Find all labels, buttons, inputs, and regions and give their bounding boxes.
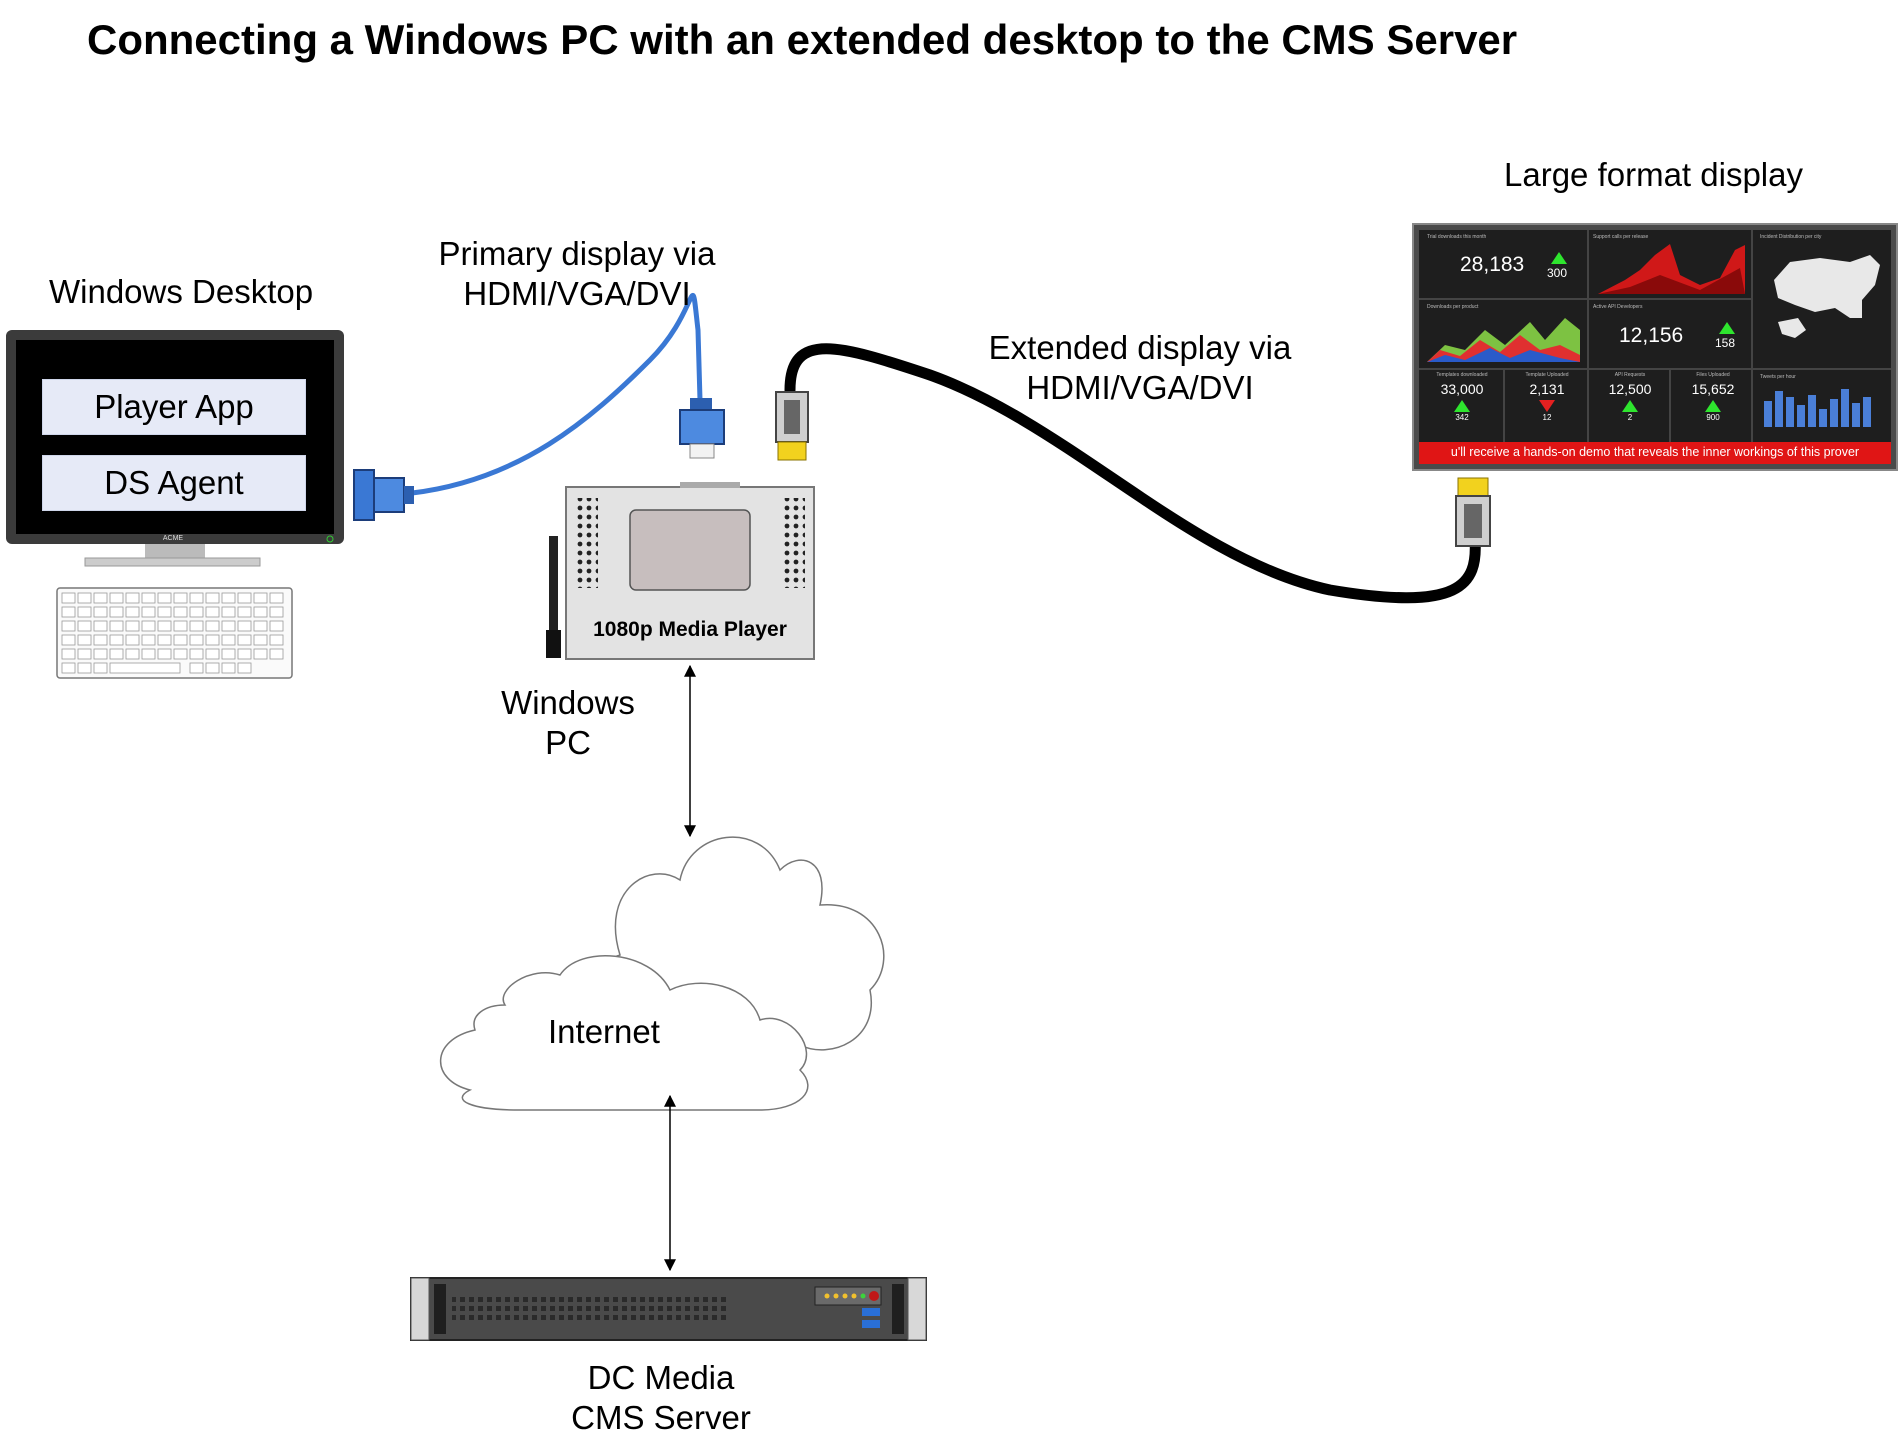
stat-delta: 12 (1542, 413, 1552, 422)
tile2-caption: Support calls per release (1593, 234, 1649, 240)
large-format-display (1412, 223, 1898, 471)
tile5-caption: Active API Developers (1593, 304, 1643, 310)
vga-cable (411, 292, 703, 496)
stat-caption: Templates downloaded (1436, 372, 1488, 378)
stat-value: 2,131 (1529, 381, 1565, 397)
cloud-icon (439, 836, 885, 1111)
support-calls-area-chart (1598, 244, 1745, 294)
ticker-text: u'll receive a hands-on demo that reveal… (1450, 445, 1860, 459)
stat-caption: Files Uploaded (1696, 372, 1730, 378)
stat-value: 12,500 (1608, 381, 1652, 397)
cms-server-line1: DC Media (587, 1359, 735, 1396)
vga-connector-icon (353, 469, 414, 521)
windows-pc-label: Windows PC (488, 683, 648, 763)
stat-tile: API Requests 12,500 2 (1590, 372, 1670, 440)
cms-server-label: DC Media CMS Server (550, 1358, 772, 1438)
monitor-brand: ACME (163, 535, 184, 542)
internet-label: Internet (548, 1013, 660, 1050)
media-player-icon (546, 482, 815, 660)
tile3-caption: Incident Distribution per city (1760, 234, 1822, 240)
stat-tile: Templates downloaded 33,000 342 (1422, 372, 1502, 440)
tile1-value: 28,183 (1460, 253, 1525, 276)
rack-server-icon (410, 1277, 927, 1341)
stat-caption: API Requests (1614, 372, 1646, 378)
primary-display-line1: Primary display via (438, 235, 716, 272)
stat-delta: 2 (1627, 413, 1633, 422)
primary-display-label: Primary display via HDMI/VGA/DVI (437, 234, 717, 314)
tweet-bar (1852, 403, 1860, 427)
up-arrow-icon (1551, 252, 1567, 264)
primary-display-line2: HDMI/VGA/DVI (463, 275, 691, 312)
tweet-bar (1775, 391, 1783, 427)
cms-server-line2: CMS Server (571, 1399, 751, 1436)
tweets-bar-chart (1764, 389, 1871, 427)
us-map-icon (1774, 255, 1880, 318)
tweet-bar (1830, 399, 1838, 427)
tweet-bar (1841, 389, 1849, 427)
windows-desktop-label: Windows Desktop (49, 273, 314, 310)
hdmi-connector-icon (1455, 477, 1491, 547)
tweet-bar (1797, 405, 1805, 427)
large-format-display-label: Large format display (1504, 156, 1803, 193)
stat-tile: Template Uploaded 2,131 12 (1507, 372, 1587, 440)
tweet-bar (1764, 401, 1772, 427)
windows-pc-line1: Windows (501, 684, 635, 721)
windows-pc-line2: PC (545, 724, 591, 761)
media-player-label: 1080p Media Player (593, 618, 787, 641)
extended-display-line1: Extended display via (988, 329, 1292, 366)
tile5-delta: 158 (1715, 336, 1736, 350)
stat-tile: Files Uploaded 15,652 900 (1673, 372, 1753, 440)
hdmi-connector-icon (775, 391, 809, 461)
tile1-caption: Trial downloads this month (1427, 234, 1487, 240)
windows-desktop-monitor: ACME (6, 330, 344, 567)
tile1-delta: 300 (1547, 266, 1568, 280)
extended-display-label: Extended display via HDMI/VGA/DVI (985, 328, 1295, 408)
stat-value: 15,652 (1691, 381, 1735, 397)
tile5-value: 12,156 (1619, 324, 1684, 347)
extended-display-line2: HDMI/VGA/DVI (1026, 369, 1254, 406)
tweet-bar (1786, 397, 1794, 427)
ds-agent-box: DS Agent (42, 455, 306, 511)
tweet-bar (1808, 395, 1816, 427)
stat-delta: 900 (1706, 413, 1720, 422)
down-arrow-icon (1539, 400, 1555, 412)
stat-delta: 342 (1455, 413, 1469, 422)
up-arrow-icon (1454, 400, 1470, 412)
keyboard-icon (56, 587, 293, 679)
up-arrow-icon (1622, 400, 1638, 412)
up-arrow-icon (1719, 322, 1735, 334)
stat-value: 33,000 (1440, 381, 1484, 397)
up-arrow-icon (1705, 400, 1721, 412)
player-app-box: Player App (42, 379, 306, 435)
diagram-title: Connecting a Windows PC with an extended… (87, 16, 1518, 63)
tile4-caption: Downloads per product (1427, 304, 1479, 310)
stat-caption: Template Uploaded (1525, 372, 1569, 378)
tweets-caption: Tweets per hour (1760, 374, 1796, 380)
tweet-bar (1863, 397, 1871, 427)
tweet-bar (1819, 409, 1827, 427)
vga-connector-icon (679, 398, 725, 459)
hdmi-cable (784, 343, 1481, 604)
